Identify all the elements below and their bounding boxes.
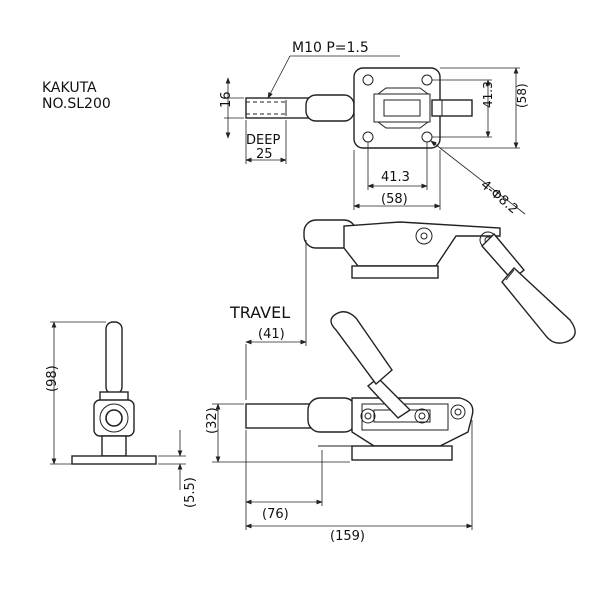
handle-grip: [330, 311, 393, 386]
dim-mount-width-inner: 41.3: [381, 170, 410, 185]
front-base: [71, 455, 157, 465]
dim-mount-height-outer: (58): [515, 83, 529, 108]
top-rod: [245, 97, 309, 119]
deep-label: DEEP: [246, 133, 280, 148]
side-view-lower: [245, 311, 474, 461]
dim-base-thickness: (5.5): [183, 477, 198, 508]
dim-travel: (41): [258, 327, 285, 342]
maker-label: KAKUTA: [42, 80, 97, 96]
dim-plunger-length: (76): [262, 507, 289, 522]
dim-base-height: (32): [205, 407, 220, 434]
plunger-rod: [245, 403, 313, 429]
top-view: 16 DEEP 25 M10 P=1.5 41.3 (58) 41.3 (58)…: [219, 40, 529, 217]
front-view: [71, 321, 157, 465]
dim-thread-depth: 25: [256, 147, 273, 162]
dim-overall-height: (98): [45, 365, 60, 392]
dim-rod-height: 16: [219, 91, 234, 108]
dim-overall-length: (159): [330, 529, 365, 544]
top-mount-plate: [353, 67, 441, 149]
base-plate: [351, 445, 453, 461]
mount-hole: [362, 74, 374, 86]
model-label: NO.SL200: [42, 96, 111, 112]
holes-callout: 4-Φ8.2: [477, 178, 520, 218]
thread-spec: M10 P=1.5: [292, 40, 369, 56]
travel-label: TRAVEL: [229, 303, 290, 322]
side-view-upper: [303, 219, 576, 344]
front-handle: [105, 321, 123, 395]
dim-mount-height-inner: 41.3: [481, 81, 495, 108]
dim-mount-width-outer: (58): [381, 192, 408, 207]
